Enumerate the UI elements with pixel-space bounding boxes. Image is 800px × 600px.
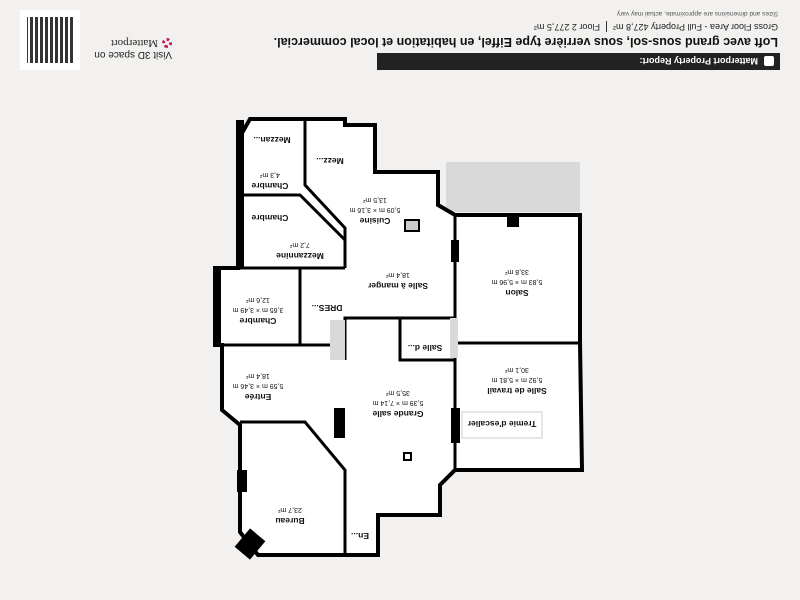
room-dimensions: 5,92 m × 5,81 m [491,376,542,383]
room-name: Chambre [251,213,288,223]
room-name: Entrée [245,392,272,402]
room-area: 23,7 m² [277,506,301,513]
gross-area: Gross Floor Area - Full Property 427,8 m… [612,22,778,32]
void-small [330,320,345,360]
room-name: Cuisine [359,216,390,226]
floor-area: Floor 2 277,5 m² [533,22,600,32]
stair-void-box [461,411,543,439]
kitchen-island [404,219,420,232]
wall-blocks [213,120,519,560]
room-name: Chambre [239,316,276,326]
room-area: 35,5 m² [385,389,409,396]
room-name: Mezzan... [253,135,290,145]
stair-annotation: Tremie d'escalier [467,419,536,429]
room-dimensions: 5,59 m × 3,46 m [232,382,283,389]
room-name: Grande salle [372,409,423,419]
room-area: 18,4 m² [385,271,409,278]
room-dimensions: 5,83 m × 5,96 m [491,278,542,285]
room-name: Salon [505,288,528,298]
brand-name: Matterport [110,37,158,49]
matterport-icon [162,38,172,48]
report-bar: Matterport Property Report: [377,53,780,70]
room-area: 30,1 m² [504,366,528,373]
room-name: En... [351,531,369,541]
area-stats: Gross Floor Area - Full Property 427,8 m… [533,20,778,32]
room-dimensions: 5,09 m × 3,16 m [349,206,400,213]
void-small-2 [450,318,458,358]
room-name: Mezz... [316,156,343,166]
column [403,452,412,461]
disclaimer: Sizes and dimensions are approximate, ac… [616,10,778,17]
room-name: Salle d... [408,343,443,353]
room-name: Mezzannine [276,251,324,261]
room-name: Chambre [251,181,288,191]
visit-link[interactable]: Visit 3D space on Matterport [84,37,172,60]
room-dimensions: 5,39 m × 7,14 m [372,399,423,406]
void-area [446,162,580,212]
matterport-logo-icon [764,56,774,67]
room-name: Salle de travail [487,386,547,396]
room-name: DRES... [312,303,343,313]
room-area: 4,3 m² [259,171,280,178]
room-area: 33,8 m² [504,268,528,275]
report-label: Matterport Property Report: [639,56,758,67]
room-area: 18,4 m² [245,372,269,379]
room-name: Salle à manger [367,281,428,291]
visit-text: Visit 3D space on [94,49,172,60]
room-name: Bureau [275,516,304,526]
room-area: 7,2 m² [289,241,310,248]
property-title: Loft avec grand sous-sol, sous verrière … [273,35,778,49]
room-area: 12,6 m² [245,296,269,303]
qr-code[interactable] [20,10,80,70]
room-area: 13,5 m² [362,196,386,203]
room-dimensions: 3,65 m × 3,49 m [232,306,283,313]
